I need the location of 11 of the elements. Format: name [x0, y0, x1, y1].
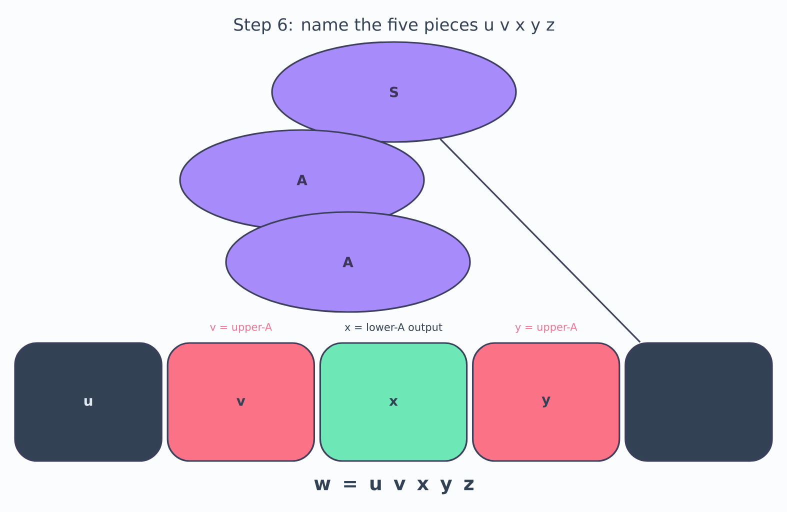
title: Step 6: name the five pieces u v x y z	[234, 18, 554, 34]
string-piece-box	[624, 342, 773, 462]
string-piece-box: v	[166, 342, 315, 462]
equation-text: w = u v x y z	[314, 480, 474, 494]
connector-line	[440, 138, 641, 343]
string-piece-box: u	[14, 342, 162, 462]
string-piece-box: y	[472, 342, 620, 462]
string-piece-box: x	[319, 342, 468, 462]
annotation-label: x = lower-A output	[344, 322, 442, 334]
annotation-label: y = upper-A	[515, 323, 578, 333]
annotation-label: v = upper-A	[210, 323, 272, 333]
